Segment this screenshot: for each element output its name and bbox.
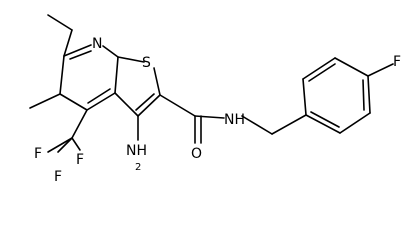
atom-oxygen: O — [191, 146, 202, 162]
atom-fluorine-cf3-1: F — [34, 146, 42, 162]
bond-ar-c6-c1-inner — [310, 111, 340, 128]
atom-nitrogen-ring: N — [92, 36, 102, 52]
bond-ar-c3-c4 — [334, 57, 369, 77]
bond-c4-cf3 — [71, 109, 88, 139]
bond-c3a-c4 — [86, 92, 116, 111]
atom-fluorine-aryl: F — [393, 54, 401, 70]
bond-camide-nh — [194, 115, 225, 119]
bond-cf3-f3 — [71, 137, 81, 151]
bond-c7a-s — [117, 56, 145, 63]
bond-ethyl-ch2 — [63, 29, 73, 57]
bond-ar-f — [367, 63, 394, 77]
atom-amide-nh: NH — [224, 112, 245, 128]
bond-c6-n7 — [63, 44, 92, 57]
bond-s-c2 — [153, 67, 161, 96]
bond-ar-c4-c5 — [367, 75, 371, 114]
bond-nh-ch2 — [241, 115, 273, 135]
bond-cf3-f1 — [47, 137, 73, 153]
atom-amino-nh: NH — [126, 143, 147, 159]
bond-ethyl-ch3 — [47, 14, 73, 31]
bond-ar-c2-c3 — [302, 57, 336, 80]
bond-c3a-c4-inner — [87, 88, 111, 104]
atom-amino-subscript: 2 — [135, 162, 141, 173]
atom-label-layer: N S F NH O NH 2 F F F — [34, 36, 401, 185]
bond-c7a-c3a — [114, 56, 119, 94]
bond-ar-c6-c1 — [305, 114, 341, 134]
atom-fluorine-cf3-3: F — [76, 152, 84, 168]
bond-ar-c4-c5-inner — [362, 79, 365, 111]
bond-c2-c3 — [137, 94, 161, 117]
bond-ar-c1-c2 — [302, 78, 307, 116]
bond-ch2-aryl — [271, 114, 307, 135]
bond-c4-c5 — [59, 93, 88, 111]
bond-cf3-f2 — [57, 137, 73, 153]
bond-c2-c3-inner — [135, 93, 155, 111]
bond-methyl — [29, 93, 61, 109]
atom-sulfur: S — [142, 55, 151, 71]
molecule-structure: N S F NH O NH 2 F F F — [29, 14, 401, 185]
bond-c3-c3a — [114, 92, 139, 117]
bond-n7-c7a — [102, 45, 119, 58]
bond-ar-c5-c6 — [339, 112, 371, 134]
structure-canvas: N S F NH O NH 2 F F F — [29, 14, 401, 185]
atom-fluorine-cf3-2: F — [54, 169, 62, 185]
bond-ar-c2-c3-inner — [308, 63, 336, 82]
bond-c5-c6 — [59, 55, 65, 95]
bond-layer — [29, 14, 394, 153]
bond-c2-camide — [159, 94, 196, 117]
bond-c6-n7-inner — [69, 50, 92, 60]
